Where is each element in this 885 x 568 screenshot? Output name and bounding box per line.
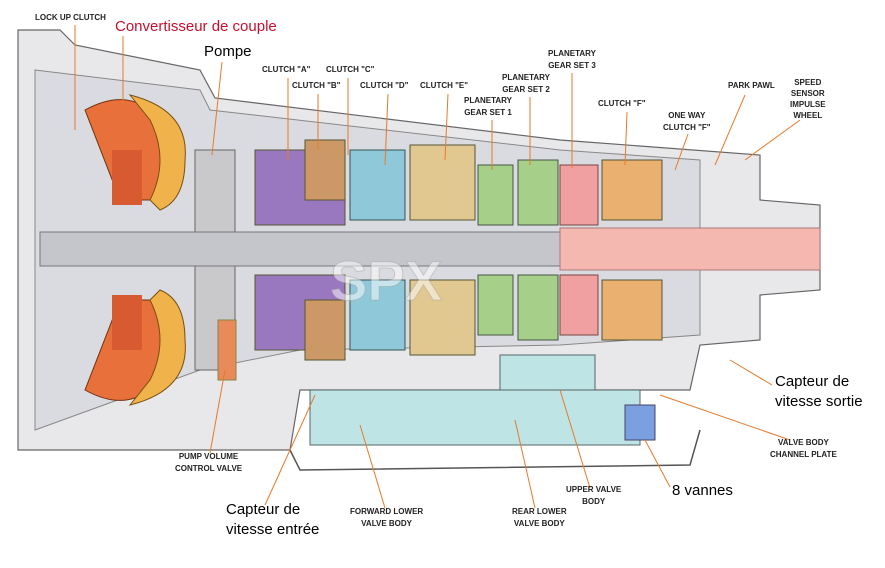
valve-body	[309, 389, 641, 446]
upper-valve-body	[499, 354, 596, 391]
pump-valve	[217, 319, 237, 381]
label-park-pawl: PARK PAWL	[728, 81, 775, 90]
valve-solenoids	[624, 404, 656, 441]
label-clutch-c: CLUTCH "C"	[326, 65, 375, 74]
label-clutch-b: CLUTCH "B"	[292, 81, 341, 90]
planetary-sets	[477, 159, 663, 341]
converter-stator-bottom	[112, 295, 142, 350]
converter-impeller-bottom	[128, 289, 186, 406]
label-clutch-d: CLUTCH "D"	[360, 81, 409, 90]
oil-pan	[289, 429, 701, 471]
leader-lines	[74, 25, 801, 509]
label-clutch-f: CLUTCH "F"	[598, 99, 646, 108]
converter-impeller-top	[128, 94, 186, 211]
label-clutch-e: CLUTCH "E"	[420, 81, 469, 90]
watermark: SPX	[330, 249, 442, 312]
label-lock-up-clutch: LOCK UP CLUTCH	[35, 13, 106, 22]
label-eight-valves: 8 vannes	[672, 482, 733, 499]
output-shaft	[559, 227, 821, 271]
converter-stator-top	[112, 150, 142, 205]
label-pump: Pompe	[204, 43, 252, 60]
clutch-packs	[254, 139, 476, 361]
label-torque-converter: Convertisseur de couple	[115, 18, 277, 35]
label-clutch-a: CLUTCH "A"	[262, 65, 311, 74]
